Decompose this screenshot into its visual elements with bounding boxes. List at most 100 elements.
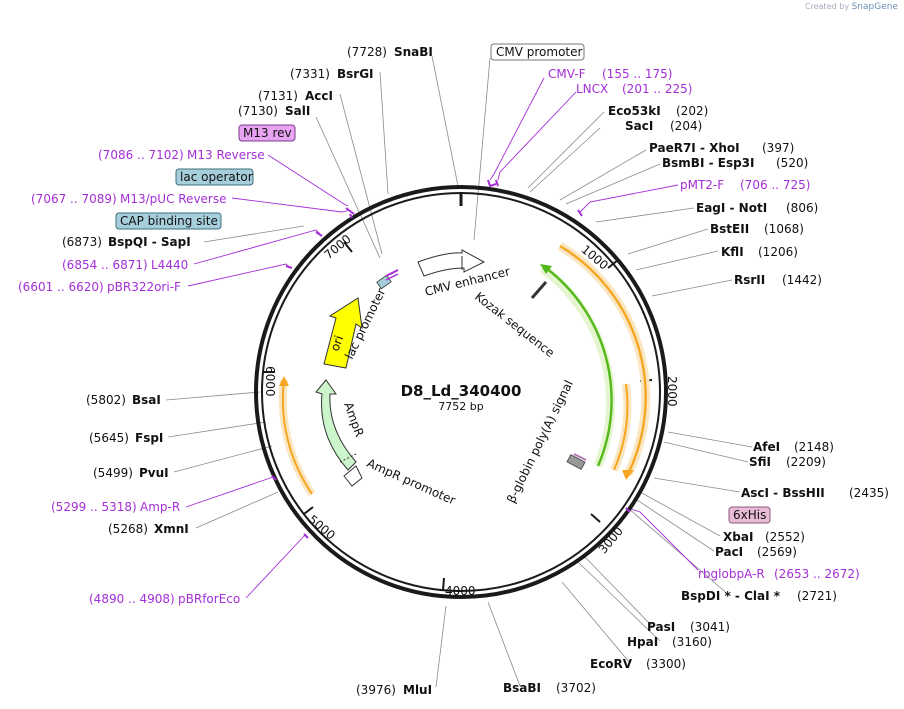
tick-label: 6000 [263, 366, 277, 397]
his-tag-label: 6xHis [733, 508, 766, 522]
tick-label: 4000 [445, 584, 476, 598]
enzyme-name: AfeI [753, 440, 780, 454]
enzyme-pos: (6873) [62, 235, 102, 249]
enzyme-pos: (3976) [356, 683, 396, 697]
tick-marks [263, 241, 653, 591]
feature-box-cap-binding-site: CAP binding site [115, 212, 222, 230]
enzyme-name: PvuI [139, 466, 169, 480]
enzyme-pos: (202) [676, 104, 708, 118]
enzyme-name: SfiI [749, 455, 771, 469]
primer-name: LNCX [576, 82, 608, 96]
enzyme-name: AscI - BssHII [741, 486, 825, 500]
enzyme-name: SalI [285, 104, 310, 118]
feature-ampr [315, 379, 357, 471]
enzyme-name: BspQI - SapI [108, 235, 191, 249]
primer-range: (2653 .. 2672) [774, 567, 860, 581]
polya-box [566, 454, 586, 470]
enzyme-pos: (1206) [758, 245, 798, 259]
cap-binding-site-label: CAP binding site [120, 214, 218, 228]
feature-left-orange-line [281, 379, 313, 495]
primer-name: Amp-R [140, 500, 180, 514]
green-arrowhead [540, 264, 552, 274]
enzyme-pos: (5268) [108, 522, 148, 536]
feature-lac-cluster [376, 269, 399, 290]
primer-range: (6601 .. 6620) [18, 280, 104, 294]
enzyme-pos: (7331) [290, 67, 330, 81]
feature-box-6xhis: 6xHis [728, 506, 771, 524]
enzyme-pos: (7728) [347, 45, 387, 59]
label-kozak: Kozak sequence [472, 289, 557, 360]
feature-box-cmv-promoter: CMV promoter [490, 43, 585, 61]
enzyme-name: BsrGI [337, 67, 374, 81]
enzyme-name: SnaBI [394, 45, 433, 59]
label-ampr: AmpR [341, 400, 366, 438]
enzyme-pos: (806) [786, 201, 818, 215]
enzyme-pos: (5802) [86, 393, 126, 407]
credit-prefix: Created by [805, 2, 850, 11]
enzyme-name: XbaI [723, 530, 753, 544]
primer-range: (5299 .. 5318) [51, 500, 137, 514]
enzyme-name: BspDI * - ClaI * [681, 589, 781, 603]
snapgene-credit: Created by SnapGene [805, 2, 898, 12]
enzyme-pos: (7130) [238, 104, 278, 118]
feature-ori [323, 297, 363, 369]
enzyme-leader-lines [165, 55, 753, 688]
enzyme-pos: (7131) [258, 89, 298, 103]
left-orange-arrowhead [279, 376, 289, 386]
lac-operator-label: lac operator [180, 170, 253, 184]
enzyme-name: Eco53kI [608, 104, 661, 118]
enzyme-pos: (5499) [93, 466, 133, 480]
enzyme-pos: (204) [670, 119, 702, 133]
enzyme-name: PacI [715, 545, 743, 559]
enzyme-name: BsaI [132, 393, 161, 407]
enzyme-pos: (1442) [782, 273, 822, 287]
enzyme-name: BstEII [710, 222, 749, 236]
enzyme-pos: (2721) [797, 589, 837, 603]
tick-label: 2000 [665, 376, 679, 407]
primer-range: (7067 .. 7089) [31, 192, 117, 206]
cmv-promoter-label: CMV promoter [496, 45, 583, 59]
enzyme-name: SacI [625, 119, 653, 133]
enzyme-pos: (2435) [849, 486, 889, 500]
primer-name: rbglobpA-R [698, 567, 765, 581]
enzyme-name: AccI [305, 89, 333, 103]
primer-name: M13/pUC Reverse [120, 192, 227, 206]
enzyme-pos: (5645) [89, 431, 129, 445]
primer-name: pBRforEco [178, 592, 240, 606]
orange-arrowhead [622, 470, 634, 480]
enzyme-pos: (520) [776, 156, 808, 170]
enzyme-name: FspI [135, 431, 163, 445]
plasmid-length: 7752 bp [438, 400, 483, 413]
enzyme-pos: (2148) [794, 440, 834, 454]
enzyme-name: EagI - NotI [696, 201, 767, 215]
his-mark [573, 453, 587, 461]
enzyme-name: BsaBI [503, 681, 541, 695]
tick-label: 5000 [306, 512, 338, 542]
primer-name: CMV-F [548, 67, 586, 81]
enzyme-pos: (2552) [765, 530, 805, 544]
primer-range: (706 .. 725) [740, 178, 810, 192]
enzyme-pos: (2209) [786, 455, 826, 469]
enzyme-name: RsrII [734, 273, 765, 287]
enzyme-pos: (3702) [556, 681, 596, 695]
feature-orf-orange-outer-line [559, 244, 647, 475]
primer-name: pMT2-F [680, 178, 724, 192]
primer-name: L4440 [151, 258, 188, 272]
plasmid-name: D8_Ld_340400 [401, 382, 522, 400]
primer-labels: CMV-F (155 .. 175) LNCX (201 .. 225) pMT… [18, 67, 860, 606]
enzyme-pos: (397) [762, 141, 794, 155]
m13-rev-label: M13 rev [243, 126, 292, 140]
feature-cmv-enhancer [417, 249, 486, 277]
enzyme-name: PasI [647, 620, 675, 634]
primer-range: (201 .. 225) [622, 82, 692, 96]
enzyme-name: KflI [721, 245, 744, 259]
enzyme-name: EcoRV [590, 657, 633, 671]
enzyme-pos: (3300) [646, 657, 686, 671]
enzyme-pos: (1068) [764, 222, 804, 236]
enzyme-name: PaeR7I - XhoI [649, 141, 740, 155]
feature-box-m13-rev: M13 rev [238, 124, 296, 142]
snapgene-brand: SnapGene [851, 2, 898, 12]
enzyme-name: XmnI [154, 522, 189, 536]
enzyme-pos: (3041) [690, 620, 730, 634]
